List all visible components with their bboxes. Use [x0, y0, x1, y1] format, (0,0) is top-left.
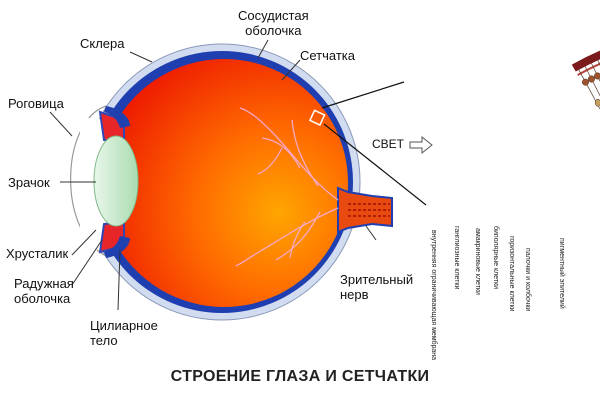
light-arrow	[409, 135, 433, 155]
retinal-vessels	[235, 107, 339, 267]
bipolar-cell	[595, 98, 600, 107]
ciliary-body-label: Цилиарное тело	[90, 318, 158, 348]
retina-label: Сетчатка	[300, 48, 356, 63]
ganglion-cell	[594, 72, 600, 80]
choroid-label-line1: Сосудистая	[238, 8, 309, 23]
retina-layer-label: ганглиозные клетки	[453, 226, 460, 289]
retina-membrane	[577, 62, 600, 76]
ciliary-body	[104, 236, 130, 258]
retina-layer-label: биполярные клетки	[492, 226, 500, 289]
retina-layer-label: внутренняя ограничивающая мембрана	[430, 230, 438, 360]
optic-nerve-label: Зрительный нерв	[340, 272, 413, 302]
retina-membrane	[571, 50, 600, 72]
retina-layer-label: горизонтальные клетки	[508, 236, 515, 312]
light-label: СВЕТ	[372, 137, 405, 151]
sclera-label: Склера	[80, 36, 125, 51]
cornea-label: Роговица	[8, 96, 64, 111]
retina-detail	[571, 50, 600, 110]
retina-layer-labels: внутренняя ограничивающая мембрана гангл…	[430, 226, 566, 360]
lens	[93, 135, 139, 227]
ciliary-label-line2: тело	[90, 333, 118, 348]
ciliary-label-line1: Цилиарное	[90, 318, 158, 333]
ganglion-cell	[588, 75, 595, 83]
choroid-label-line2: оболочка	[245, 23, 302, 38]
iris-label: Радужная оболочка	[14, 276, 74, 306]
iris-label-line2: оболочка	[14, 291, 71, 306]
pupil-label: Зрачок	[8, 175, 50, 190]
nerve-label-line1: Зрительный	[340, 272, 414, 287]
nerve-fiber	[578, 69, 600, 110]
nerve-label-line2: нерв	[340, 287, 369, 302]
retina-layer-label: амакриновые клетки	[474, 228, 481, 295]
retina-layer-label: палочки и колбочки	[524, 248, 532, 311]
retina-layer-label: пигментный эпителий	[558, 238, 566, 309]
vitreous-body	[100, 59, 348, 307]
iris-label-line1: Радужная	[14, 276, 74, 291]
retina-zoom-box	[308, 109, 326, 126]
ciliary-body	[104, 106, 130, 128]
page-title: СТРОЕНИЕ ГЛАЗА И СЕТЧАТКИ	[170, 368, 430, 385]
choroid-label: Сосудистая оболочка	[238, 8, 309, 38]
lens-label: Хрусталик	[6, 246, 69, 261]
ganglion-cell	[582, 78, 589, 86]
